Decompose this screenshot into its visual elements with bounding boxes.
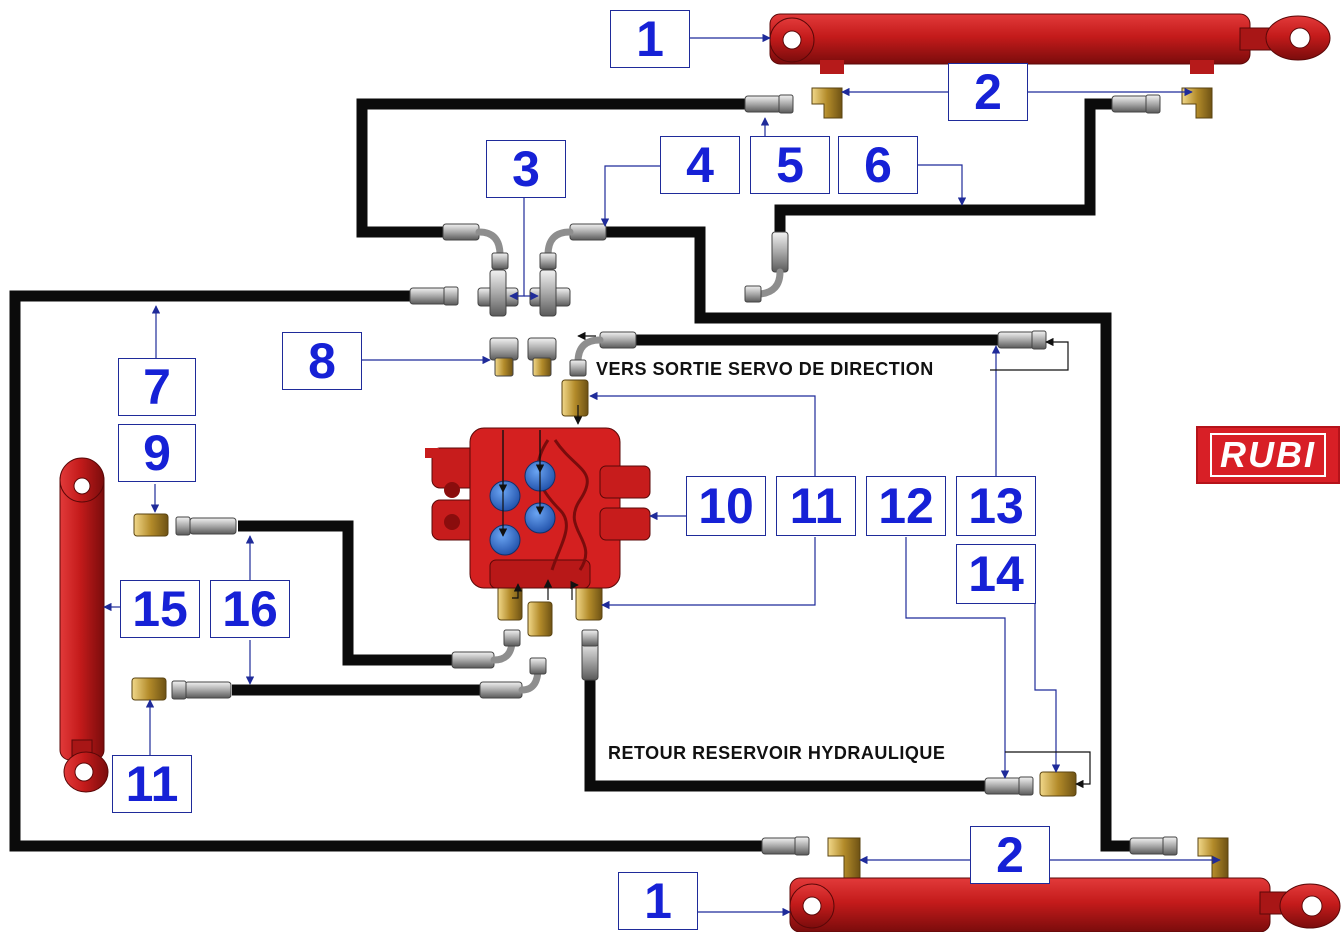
left-cylinder: [59, 457, 109, 793]
callout-2-bottom: 2: [970, 826, 1050, 884]
callout-11-cylinder: 11: [112, 755, 192, 813]
hose-5: [356, 98, 745, 238]
callout-11-valve: 11: [776, 476, 856, 536]
adapters: [489, 337, 557, 377]
hose-tank-return: [584, 680, 985, 792]
tank-return-label: RETOUR RESERVOIR HYDRAULIQUE: [608, 743, 946, 763]
steering-output-label: VERS SORTIE SERVO DE DIRECTION: [596, 359, 934, 379]
callout-13: 13: [956, 476, 1036, 536]
callout-15: 15: [120, 580, 200, 638]
control-valve: [425, 427, 651, 589]
bent-tube-ends: [475, 228, 784, 694]
callout-2-top: 2: [948, 63, 1028, 121]
callout-12: 12: [866, 476, 946, 536]
callout-1-top: 1: [610, 10, 690, 68]
callout-6: 6: [838, 136, 918, 194]
callout-9: 9: [118, 424, 196, 482]
top-cylinder: [769, 13, 1331, 74]
leader-lines: [103, 33, 1221, 917]
rubi-logo: RUBI: [1196, 426, 1340, 484]
callout-4: 4: [660, 136, 740, 194]
callout-3: 3: [486, 140, 566, 198]
hose-ferrules: [184, 95, 1167, 855]
bottom-cylinder: [789, 877, 1341, 932]
rubi-logo-text: RUBI: [1210, 433, 1326, 477]
callout-10: 10: [686, 476, 766, 536]
callout-5: 5: [750, 136, 830, 194]
nut-fittings: [171, 94, 1178, 856]
hose-7: [9, 290, 762, 852]
hoses: [9, 98, 1130, 852]
callout-14: 14: [956, 544, 1036, 604]
callout-7: 7: [118, 358, 196, 416]
hose-4: [605, 226, 1130, 852]
callout-8: 8: [282, 332, 362, 390]
callout-1-bottom: 1: [618, 872, 698, 930]
brass-fittings: [131, 379, 1077, 797]
hose-6: [774, 98, 1112, 235]
black-leaders: [512, 331, 1091, 789]
callout-16: 16: [210, 580, 290, 638]
hose-16-upper: [238, 520, 452, 666]
tee-fittings: [477, 269, 571, 317]
